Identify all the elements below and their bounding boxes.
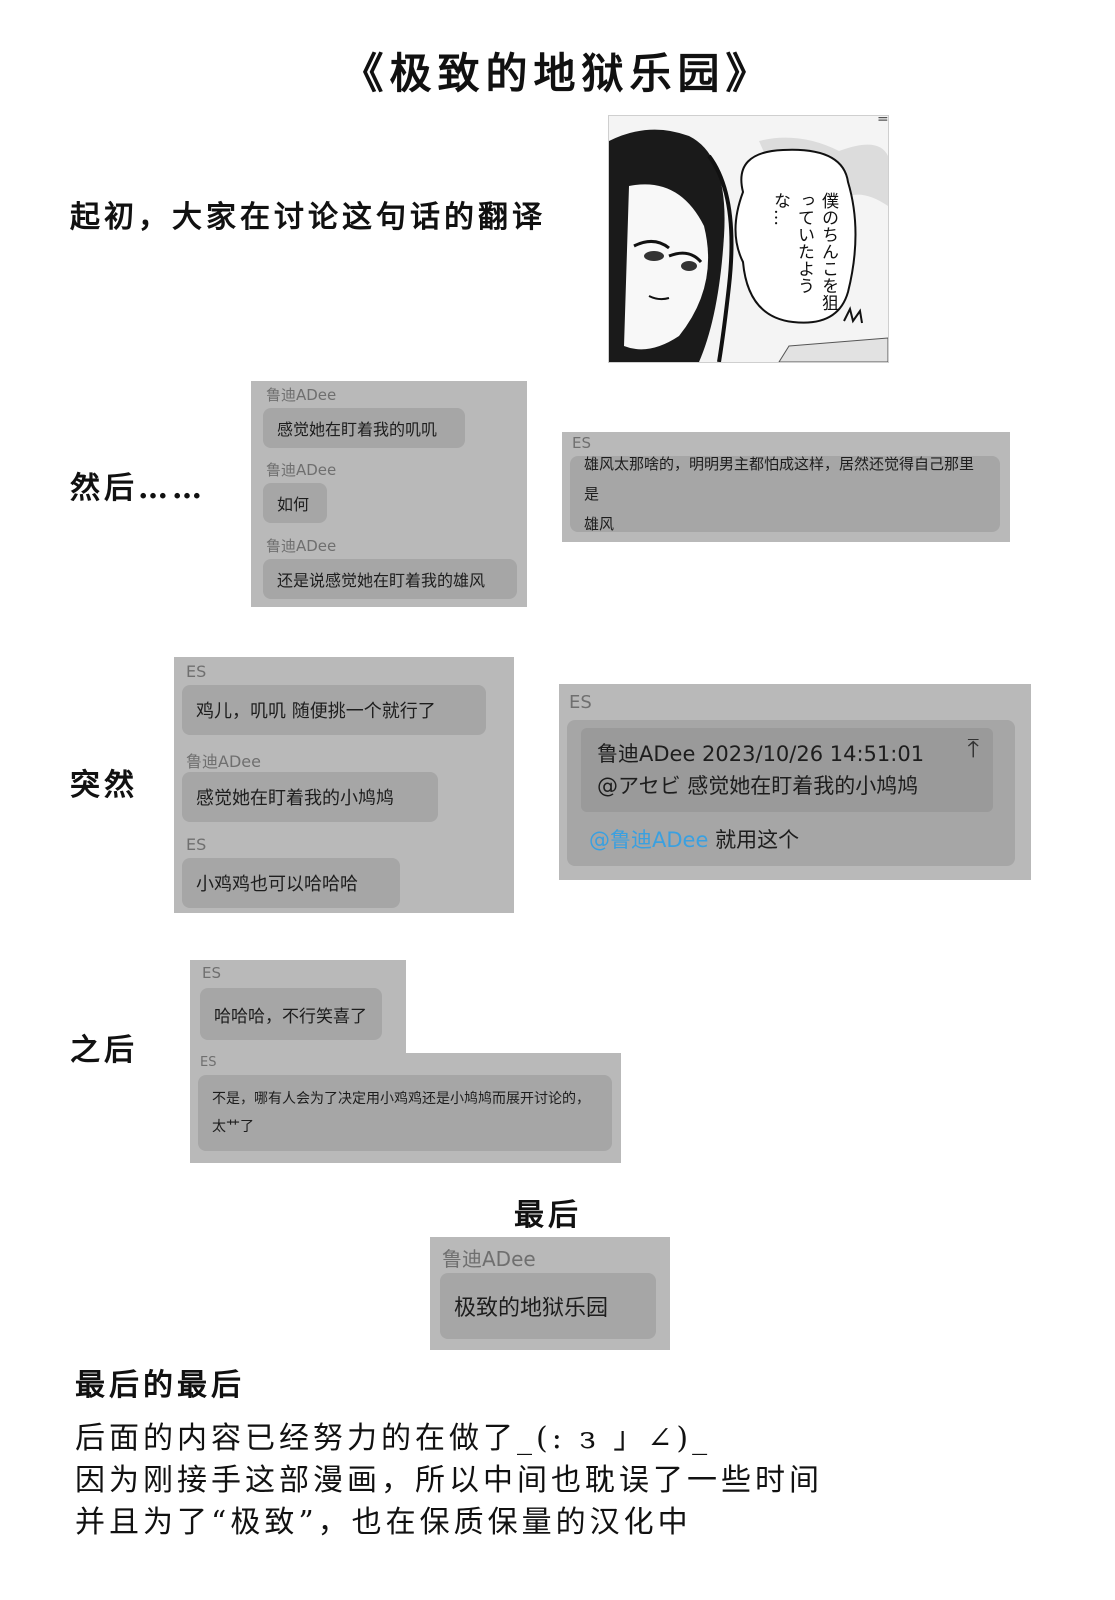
chat-username: ES (186, 662, 207, 681)
caption-finally: 最后 (514, 1198, 582, 1233)
chat-panel-2a: 鲁迪ADee 感觉她在盯着我的叽叽 鲁迪ADee 如何 鲁迪ADee 还是说感觉… (251, 381, 527, 607)
chat-panel-3b: ES 鲁迪ADee 2023/10/26 14:51:01 @アセビ 感觉她在盯… (559, 684, 1031, 880)
chat-message-line: 太艹了 (212, 1119, 254, 1135)
caption-suddenly: 突然 (70, 768, 138, 803)
quote-header: 鲁迪ADee 2023/10/26 14:51:01 (597, 742, 925, 766)
chat-bubble: 还是说感觉她在盯着我的雄风 (263, 559, 517, 599)
caption-afterwards: 之后 (70, 1033, 138, 1068)
manga-panel-image: ≡ (608, 115, 889, 363)
chat-username: 鲁迪ADee (442, 1247, 536, 1271)
quote-text: @アセビ 感觉她在盯着我的小鸠鸠 (597, 774, 919, 798)
page-title: 《极致的地狱乐园》 (341, 49, 774, 98)
chat-bubble: 极致的地狱乐园 (440, 1273, 656, 1339)
footer-heading: 最后的最后 (75, 1368, 245, 1403)
chat-username: 鲁迪ADee (266, 386, 337, 404)
chat-panel-2b: ES 雄风太那啥的，明明男主都怕成这样，居然还觉得自己那里是 雄风 (562, 432, 1010, 542)
reply-text: 就用这个 (708, 828, 800, 852)
chat-panel-3a: ES 鸡儿，叽叽 随便挑一个就行了 鲁迪ADee 感觉她在盯着我的小鸠鸠 ES … (174, 657, 514, 913)
chat-bubble: 哈哈哈，不行笑喜了 (200, 988, 382, 1040)
footer-line: 并且为了“极致”，也在保质保量的汉化中 (75, 1505, 692, 1540)
reply-line: @鲁迪ADee 就用这个 (589, 824, 799, 854)
manga-illustration (609, 116, 888, 362)
chat-bubble: 感觉她在盯着我的叽叽 (263, 408, 465, 448)
chat-message-line: 雄风 (584, 515, 615, 533)
chat-username: ES (572, 434, 591, 452)
chat-username: ES (186, 835, 207, 854)
chat-bubble: 不是，哪有人会为了决定用小鸡鸡还是小鸠鸠而展开讨论的， 太艹了 (198, 1075, 612, 1151)
chat-bubble: 如何 (263, 483, 327, 523)
chat-panel-4a: ES 哈哈哈，不行笑喜了 (190, 960, 406, 1056)
caption-then: 然后…… (70, 471, 206, 506)
chat-message-line: 雄风太那啥的，明明男主都怕成这样，居然还觉得自己那里是 (584, 455, 975, 503)
chat-bubble: 感觉她在盯着我的小鸠鸠 (182, 772, 438, 822)
footer-line: 后面的内容已经努力的在做了_(: з 」∠)_ (75, 1421, 712, 1456)
chat-message-line: 不是，哪有人会为了决定用小鸡鸡还是小鸠鸠而展开讨论的， (212, 1091, 590, 1107)
chat-username: ES (202, 964, 221, 982)
chat-username: ES (569, 692, 592, 713)
footer-line: 因为刚接手这部漫画，所以中间也耽误了一些时间 (75, 1463, 823, 1498)
chat-username: 鲁迪ADee (186, 752, 261, 771)
caption-initially: 起初，大家在讨论这句话的翻译 (70, 200, 546, 235)
chat-bubble: 鲁迪ADee 2023/10/26 14:51:01 @アセビ 感觉她在盯着我的… (567, 720, 1015, 866)
menu-icon: ≡ (877, 115, 889, 126)
chat-bubble: 鸡儿，叽叽 随便挑一个就行了 (182, 685, 486, 735)
chat-username: 鲁迪ADee (266, 461, 337, 479)
chat-bubble: 小鸡鸡也可以哈哈哈 (182, 858, 400, 908)
chat-panel-4b: ES 不是，哪有人会为了决定用小鸡鸡还是小鸠鸠而展开讨论的， 太艹了 (190, 1053, 621, 1163)
chat-bubble: 雄风太那啥的，明明男主都怕成这样，居然还觉得自己那里是 雄风 (570, 455, 1000, 533)
chat-panel-5: 鲁迪ADee 极致的地狱乐园 (430, 1237, 670, 1350)
scroll-to-top-icon[interactable]: ⤒ (967, 734, 980, 764)
quoted-message[interactable]: 鲁迪ADee 2023/10/26 14:51:01 @アセビ 感觉她在盯着我的… (581, 728, 993, 812)
speech-text: 僕のちんこを狙っていたような… (770, 192, 838, 311)
mention-link[interactable]: @鲁迪ADee (589, 828, 709, 852)
chat-username: ES (200, 1055, 217, 1070)
speech-balloon (734, 148, 857, 324)
chat-username: 鲁迪ADee (266, 537, 337, 555)
